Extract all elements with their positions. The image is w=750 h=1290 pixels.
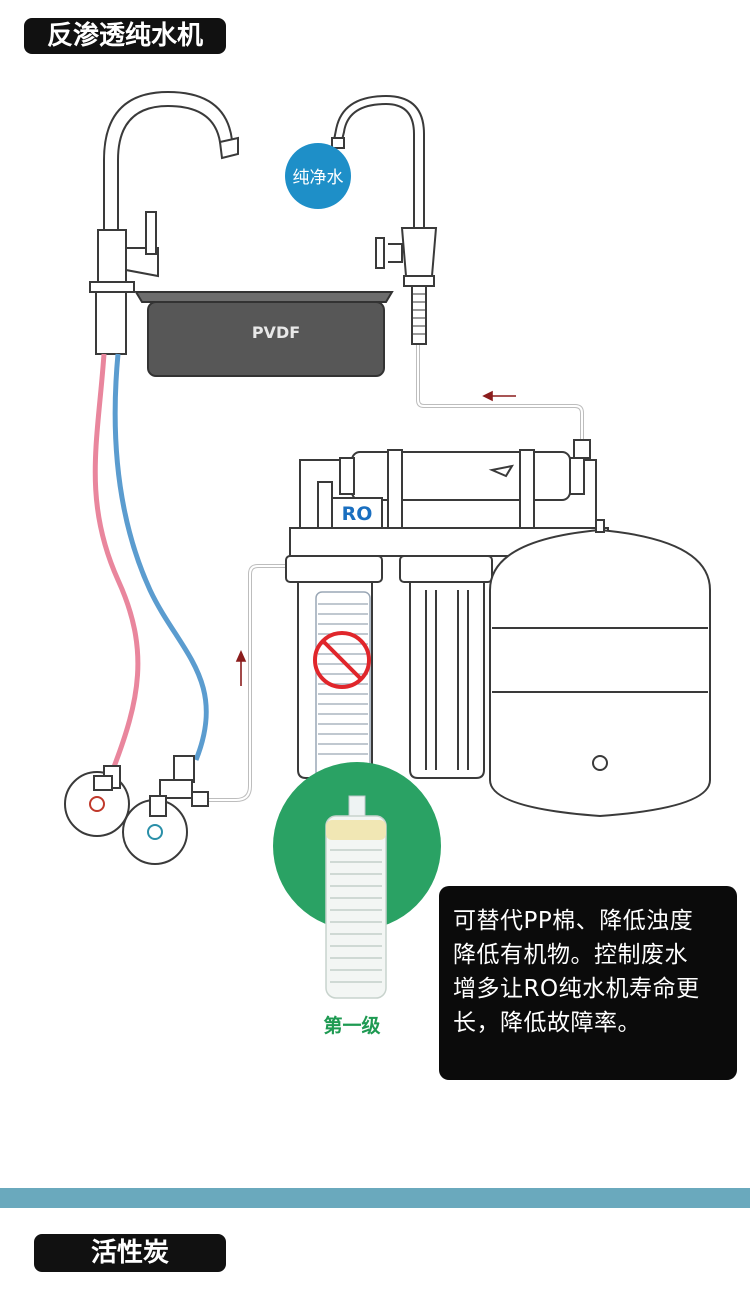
flow-arrow-left [235, 650, 247, 686]
info-line: 增多让RO纯水机寿命更 [453, 976, 700, 1002]
info-line: 降低有机物。控制废水 [453, 942, 688, 968]
storage-tank [489, 519, 711, 818]
pure-water-label: 纯净水 [293, 168, 344, 188]
stage-label: 第一级 [323, 1014, 380, 1037]
stage-one-cartridge [325, 795, 387, 999]
sink [134, 291, 394, 377]
hot-angle-valve [64, 765, 130, 837]
filter-housing-2 [399, 555, 493, 779]
section-divider [0, 1188, 750, 1208]
hot-water-hose [92, 353, 141, 773]
section-title: 活性炭 [34, 1234, 226, 1272]
info-box: 可替代PP棉、降低浊度 降低有机物。控制废水 增多让RO纯水机寿命更 长，降低故… [439, 886, 737, 1080]
ro-system-diagram: 纯净水 PVDF RO 第一级 [64, 90, 711, 1037]
info-line: 可替代PP棉、降低浊度 [453, 908, 694, 934]
page-title: 反渗透纯水机 [24, 18, 226, 54]
ro-faucet [331, 94, 438, 345]
cold-water-hose [112, 353, 209, 761]
pure-water-badge [285, 143, 351, 209]
flow-arrow-top [482, 390, 516, 402]
info-line: 长，降低故障率。 [453, 1010, 641, 1036]
cold-angle-valve [122, 755, 209, 865]
pure-water-tube [416, 290, 584, 446]
kitchen-faucet [89, 90, 239, 355]
ro-label: RO [342, 503, 373, 525]
prohibited-icon [313, 631, 371, 689]
feed-tube [200, 564, 296, 802]
sink-label: PVDF [252, 323, 300, 342]
